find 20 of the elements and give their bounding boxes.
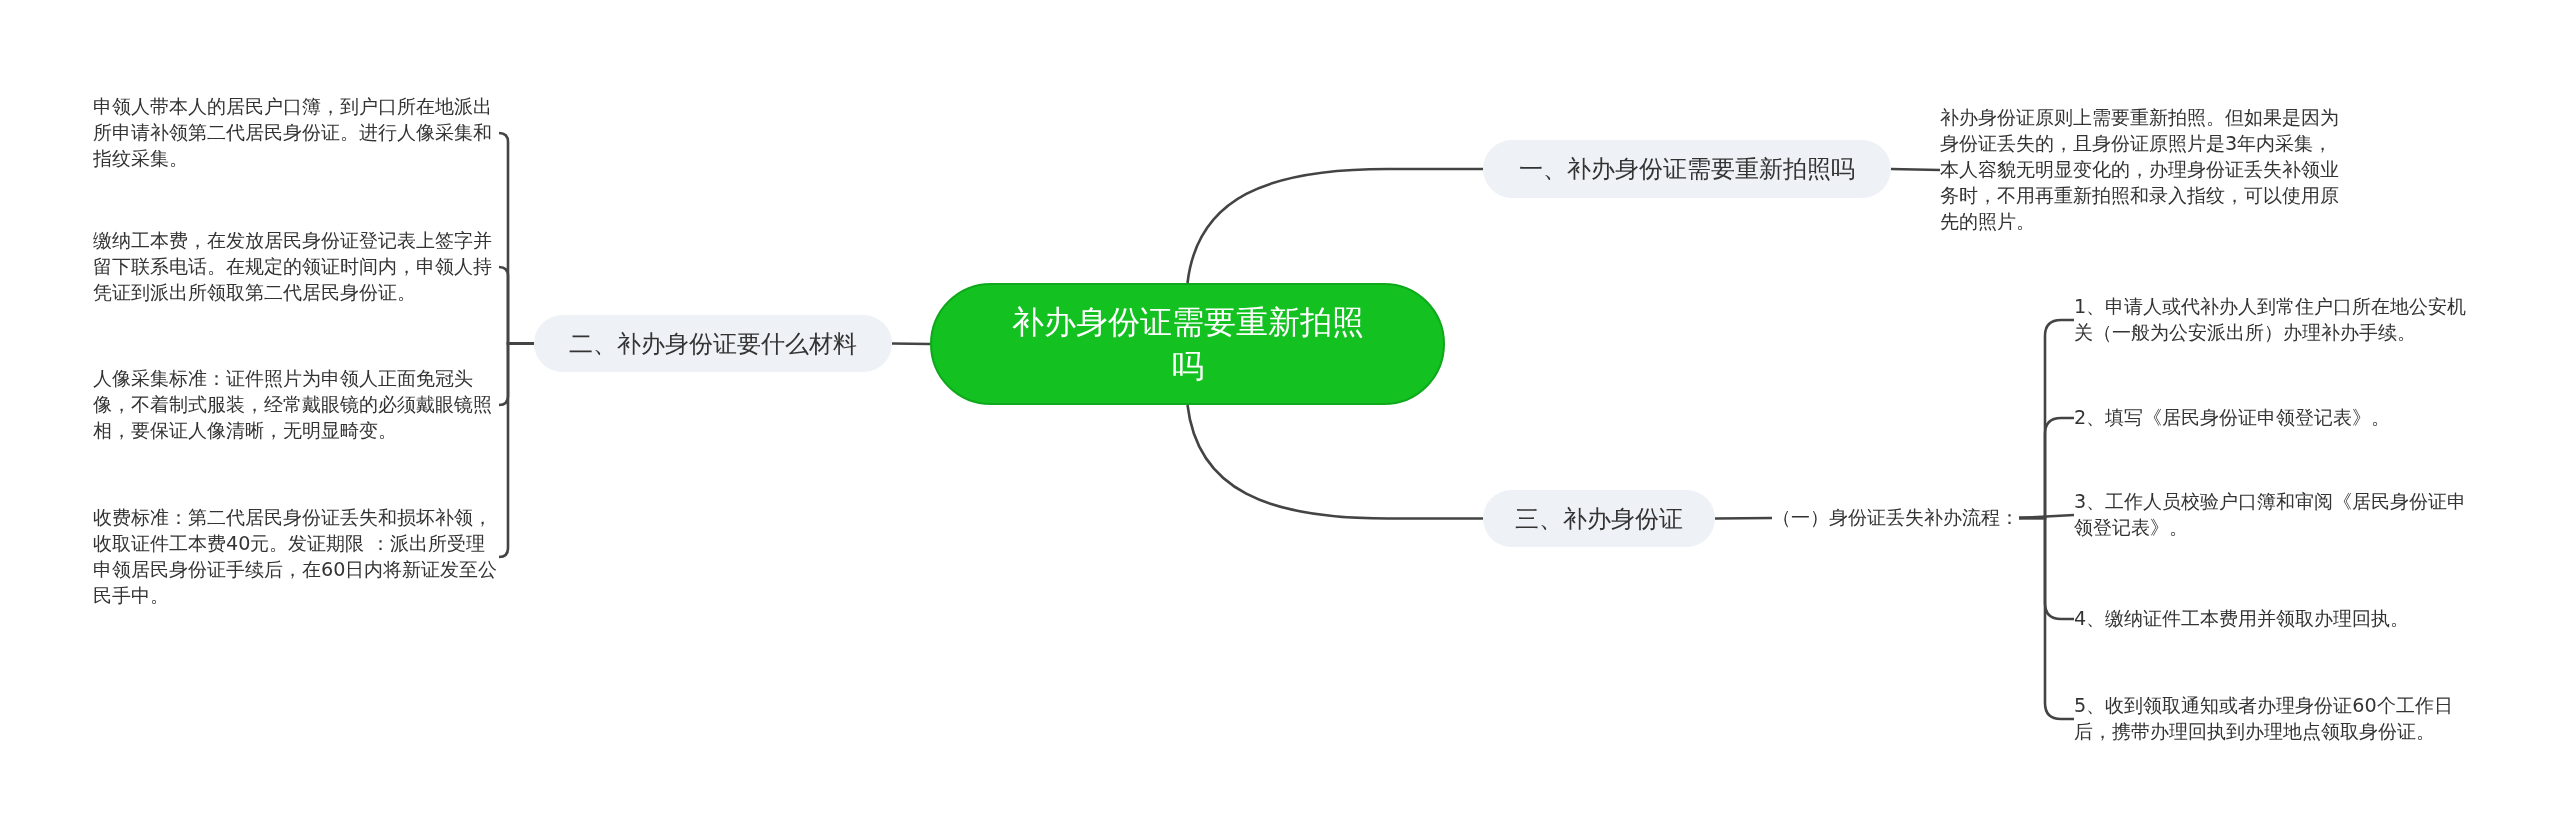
topic-box: 一、补办身份证需要重新拍照吗 [1483,140,1891,198]
note-text: 补办身份证原则上需要重新拍照。但如果是因为身份证丢失的，且身份证原照片是3年内采集，本人容貌无明显变化的，办理身份证丢失补领业务时，不用再重新拍照和录入指纹，可以使用原先的照片。 [1940,105,2348,235]
connector-line [1715,516,1772,520]
topic-box: 二、补办身份证要什么材料 [534,315,892,372]
connector-line [1890,167,1941,172]
note-text: 3、工作人员校验户口簿和审阅《居民身份证申领登记表》。 [2074,489,2479,541]
note-text: 缴纳工本费，在发放居民身份证登记表上签字并留下联系电话。在规定的领证时间内，申领人持凭证到派出所领取第二代居民身份证。 [93,228,499,306]
note-text: 4、缴纳证件工本费用并领取办理回执。 [2074,606,2479,632]
connector-line [1186,404,1483,520]
connector-line [1186,167,1483,284]
subtopic-label: （一）身份证丢失补办流程： [1772,505,2019,531]
central-topic: 补办身份证需要重新拍照吗 [930,283,1445,405]
note-text: 2、填写《居民身份证申领登记表》。 [2074,405,2479,431]
note-text: 收费标准：第二代居民身份证丢失和损坏补领，收取证件工本费40元。发证期限 ：派出所受理申领居民身份证手续后，在60日内将新证发至公民手中。 [93,505,499,609]
note-text: 人像采集标准：证件照片为申领人正面免冠头像，不着制式服装，经常戴眼镜的必须戴眼镜照相，要保证人像清晰，无明显畸变。 [93,366,499,444]
topic-box: 三、补办身份证 [1483,490,1715,547]
note-text: 申领人带本人的居民户口簿，到户口所在地派出所申请补领第二代居民身份证。进行人像采集和指纹采集。 [93,94,499,172]
connector-line [892,342,930,346]
note-text: 1、申请人或代补办人到常住户口所在地公安机关（一般为公安派出所）办理补办手续。 [2074,294,2479,346]
note-text: 5、收到领取通知或者办理身份证60个工作日后，携带办理回执到办理地点领取身份证。 [2074,693,2479,745]
